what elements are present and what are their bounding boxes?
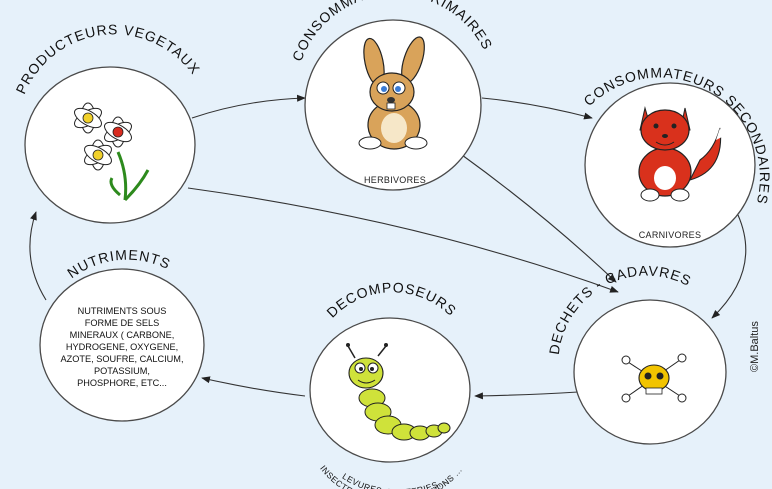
nutriments-line: MINERAUX ( CARBONE, <box>70 330 175 340</box>
arrows <box>29 94 747 400</box>
nutriments-line: POTASSIUM, <box>94 366 150 376</box>
arrow-primaires-to-dechets <box>461 154 617 283</box>
nutriments-line: PHOSPHORE, ETC... <box>77 378 167 388</box>
nutriments-line: FORME DE SELS <box>85 318 160 328</box>
fox-illustration <box>638 106 724 202</box>
secondaires-subtitle: CARNIVORES <box>639 230 702 240</box>
arrow-decomposeurs-to-nutriments <box>201 376 306 397</box>
node-decomposeurs: DECOMPOSEURS INSECTES, VERS, CHAMPIGNONS… <box>309 279 471 489</box>
flowers-illustration <box>74 102 150 202</box>
node-producteurs: PRODUCTEURS VEGETAUX <box>12 21 203 224</box>
arrow-dechets-to-decomposeurs <box>474 391 579 400</box>
node-nutriments: NUTRIMENTS NUTRIMENTS SOUS FORME DE SELS… <box>39 247 205 422</box>
rabbit-illustration <box>358 36 428 150</box>
arrow-producteurs-to-primaires <box>191 94 306 119</box>
arrow-primaires-to-secondaires <box>481 97 593 120</box>
skull-crossbones-illustration <box>621 353 687 403</box>
arrow-secondaires-to-dechets <box>711 214 747 319</box>
worm-illustration <box>346 343 451 441</box>
nutriments-line: NUTRIMENTS SOUS <box>78 306 167 316</box>
arrow-nutriments-to-producteurs <box>29 211 47 301</box>
decomposeurs-title: DECOMPOSEURS <box>323 279 460 320</box>
node-secondaires: CONSOMMATEURS SECONDAIRES CARNIVORES <box>580 64 772 248</box>
decomposeurs-caption-line2: LEVURES, BACTERIES, ... <box>341 471 453 489</box>
nutriments-text: NUTRIMENTS SOUS FORME DE SELS MINERAUX (… <box>60 306 183 388</box>
arrow-producteurs-to-dechets <box>187 187 619 293</box>
node-primaires: CONSOMMATEURS PRIMAIRES HERBIVORES <box>289 0 495 191</box>
primaires-subtitle: HERBIVORES <box>364 175 426 185</box>
nutriments-line: AZOTE, SOUFRE, CALCIUM, <box>60 354 183 364</box>
node-dechets: DECHETS - CADAVRES <box>546 262 727 445</box>
copyright-credit: ©M.Baltus <box>749 321 761 372</box>
nutriments-line: HYDROGENE, OXYGENE, <box>66 342 178 352</box>
